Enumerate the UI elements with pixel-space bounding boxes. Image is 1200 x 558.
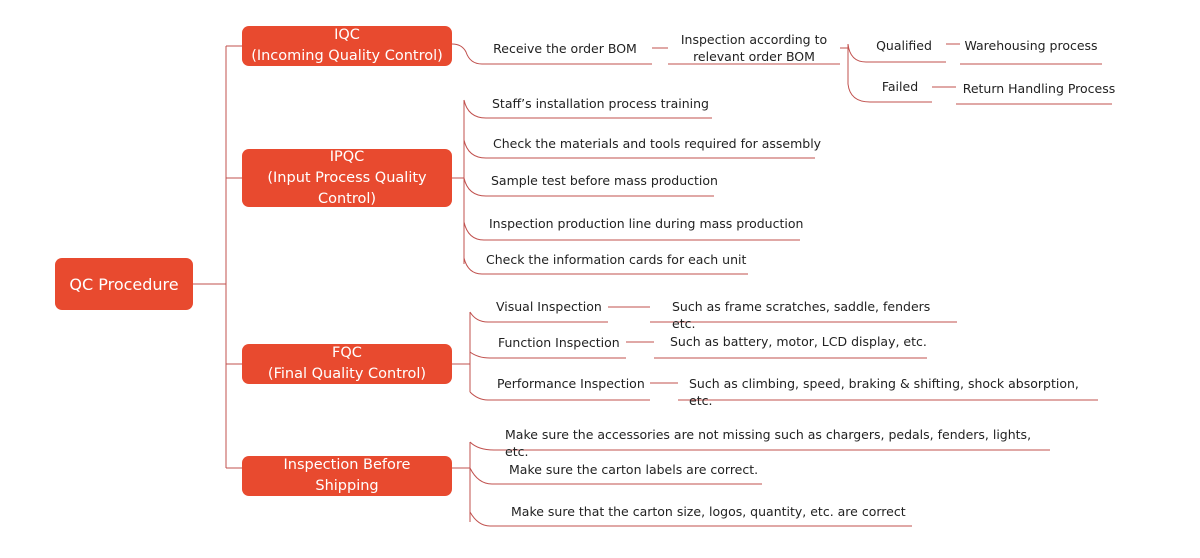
shipping-item: Make sure that the carton size, logos, q…	[511, 504, 906, 519]
shipping-item: Make sure the accessories are not missin…	[505, 427, 1032, 459]
fqc-item-detail: Such as battery, motor, LCD display, etc…	[670, 334, 927, 349]
fqc-label: FQC (Final Quality Control)	[267, 345, 427, 382]
iqc-label: IQC (Incoming Quality Control)	[251, 27, 443, 64]
iqc-node: IQC (Incoming Quality Control)	[242, 26, 452, 66]
ipqc-item: Sample test before mass production	[491, 173, 718, 188]
root-label: QC Procedure	[69, 274, 179, 294]
ipqc-node: IPQC (Input Process Quality Control)	[242, 149, 452, 207]
fqc-item-name: Performance Inspection	[497, 376, 645, 391]
shipping-label: Inspection Before Shipping	[283, 457, 411, 494]
fqc-item-name: Function Inspection	[498, 335, 620, 350]
iqc-receive-bom: Receive the order BOM	[493, 41, 637, 56]
iqc-qualified: Qualified	[876, 38, 932, 53]
shipping-item: Make sure the carton labels are correct.	[509, 462, 759, 477]
iqc-inspection-bom: Inspection according to relevant order B…	[680, 32, 828, 64]
shipping-node: Inspection Before Shipping	[242, 456, 452, 496]
fqc-item-detail: Such as frame scratches, saddle, fenders…	[672, 299, 931, 331]
ipqc-label: IPQC (Input Process Quality Control)	[267, 148, 427, 207]
iqc-warehousing: Warehousing process	[964, 38, 1098, 53]
ipqc-item: Check the information cards for each uni…	[486, 252, 747, 267]
ipqc-item: Check the materials and tools required f…	[493, 136, 822, 151]
fqc-node: FQC (Final Quality Control)	[242, 344, 452, 384]
fqc-item-detail: Such as climbing, speed, braking & shift…	[689, 376, 1079, 408]
ipqc-item: Inspection production line during mass p…	[489, 216, 804, 231]
root-node: QC Procedure	[55, 258, 193, 310]
iqc-failed: Failed	[881, 79, 919, 94]
fqc-item-name: Visual Inspection	[496, 299, 602, 314]
ipqc-item: Staff’s installation process training	[492, 96, 709, 111]
iqc-return-handling: Return Handling Process	[962, 81, 1116, 96]
